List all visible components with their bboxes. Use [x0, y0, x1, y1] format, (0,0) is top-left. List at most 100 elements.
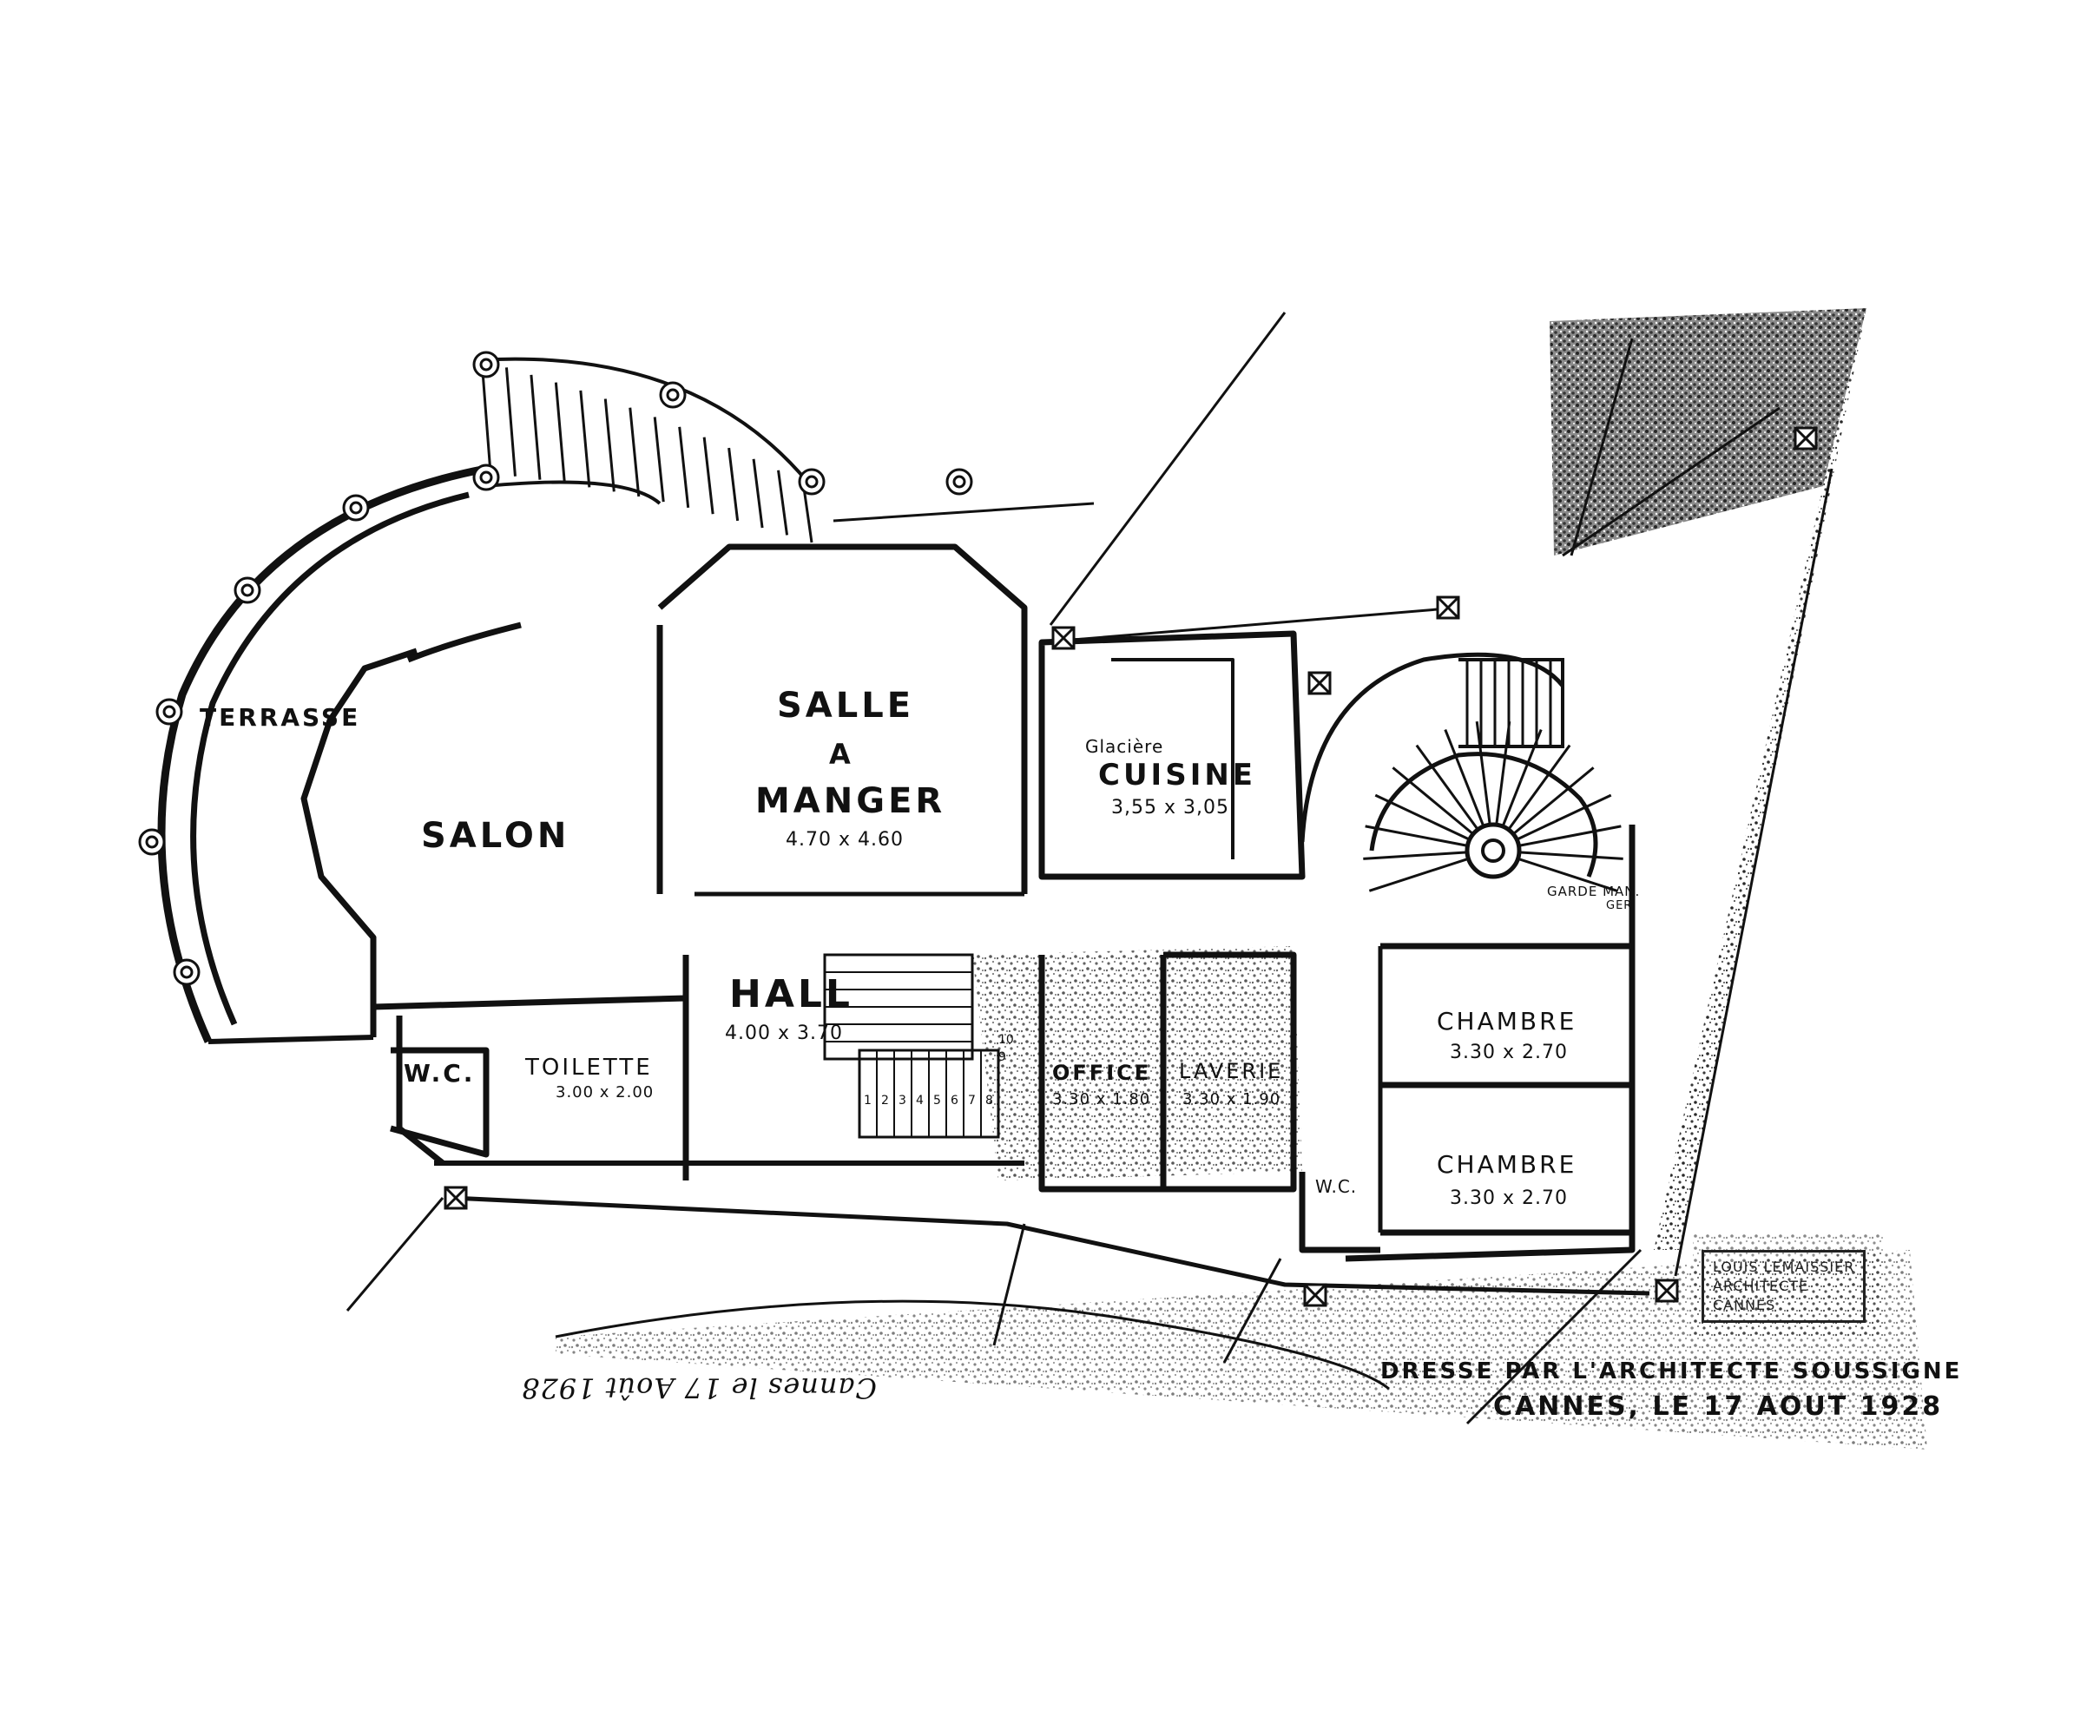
spiral-stair-tread	[1512, 766, 1595, 836]
stair-number-upper: 9	[998, 1050, 1006, 1064]
salon-wall	[300, 648, 418, 1037]
spiral-newel	[1465, 822, 1522, 879]
hall-stair-treads	[825, 954, 982, 1137]
north-stair-treads	[480, 359, 813, 543]
site-line-sw	[346, 1197, 444, 1312]
terrace-inner-arc	[190, 491, 470, 1026]
site-line-se	[1465, 1248, 1642, 1425]
north-stair-tread	[777, 470, 789, 536]
north-stair-tread	[727, 447, 740, 522]
label-garde-manger: GARDE MAN.	[1547, 884, 1641, 899]
spiral-stair-tread	[1365, 825, 1468, 847]
spiral-stair	[1300, 652, 1598, 879]
site-line-s2	[1222, 1258, 1282, 1364]
site-line-ne3	[1570, 338, 1634, 556]
spiral-stair-tread	[1501, 728, 1543, 827]
spiral-newel-core	[1481, 838, 1505, 863]
shade-top-right	[1550, 308, 1866, 556]
office-walls	[1038, 955, 1167, 1193]
credit-line-1: DRESSE PAR L'ARCHITECTE SOUSSIGNE	[1380, 1358, 1963, 1384]
north-stair-outer	[477, 357, 809, 483]
stair-number: 3	[899, 1094, 906, 1108]
north-stair-tread	[629, 407, 641, 497]
label-chambre-2: CHAMBRE	[1437, 1150, 1577, 1179]
label-laverie-dim: 3.30 x 1.90	[1182, 1090, 1281, 1108]
handwritten-note: Cannes le 17 Août 1928	[521, 1371, 877, 1404]
spiral-return	[1369, 752, 1598, 878]
stair-number-upper: 10	[998, 1033, 1014, 1047]
terrace-column-core	[180, 965, 194, 979]
label-laverie: LAVERIE	[1179, 1059, 1284, 1083]
stair-number: 4	[916, 1094, 924, 1108]
north-stair	[477, 357, 809, 505]
stamp-line-1: LOUIS LEMAISSIER	[1713, 1259, 1855, 1275]
terrace-balustrade	[207, 1035, 374, 1044]
site-line-e	[1674, 468, 1833, 1277]
spiral-stair-tread	[1444, 728, 1485, 827]
site-line-kitchen	[1041, 606, 1459, 644]
label-glaciere: Glacière	[1085, 736, 1164, 757]
stair-number: 6	[951, 1094, 958, 1108]
label-office-dim: 3.30 x 1.80	[1052, 1090, 1151, 1108]
north-stair-tread	[752, 458, 764, 529]
terrace-column-core	[952, 475, 966, 489]
label-salon: SALON	[421, 816, 570, 856]
dining-top-wall	[657, 543, 1028, 894]
label-chambre-1: CHAMBRE	[1437, 1007, 1577, 1036]
kitchen-inner	[1111, 658, 1234, 859]
credit-line-2: CANNES, LE 17 AOUT 1928	[1493, 1391, 1944, 1422]
wc-left-box	[390, 1047, 490, 1158]
survey-marker-cross	[1436, 595, 1460, 620]
stair-number: 5	[933, 1094, 941, 1108]
stair-number: 2	[881, 1094, 889, 1108]
terrace-column-core	[479, 358, 493, 372]
label-garde-manger-2: GER	[1606, 899, 1633, 912]
terrace-columns	[138, 351, 973, 986]
shade-right-band	[1654, 308, 1866, 1250]
north-stair-tread	[653, 417, 665, 503]
north-stair-tread	[480, 359, 492, 474]
terrace-column-core	[349, 501, 363, 515]
north-stair-tread	[603, 398, 616, 492]
north-stair-tread	[504, 367, 517, 477]
walls	[157, 464, 1650, 1296]
label-terrasse: TERRASSE	[200, 703, 361, 732]
spiral-stair-tread	[1363, 851, 1468, 860]
south-wall	[451, 1195, 1650, 1296]
label-manger: MANGER	[755, 781, 946, 821]
spiral-stair-tread	[1415, 744, 1479, 831]
survey-marker-cross	[444, 1186, 468, 1210]
terrace-column-core	[805, 475, 819, 489]
terrace-column-core	[162, 705, 176, 719]
survey-marker-cross	[1303, 1283, 1327, 1307]
salon-bottom-wall	[372, 995, 687, 1010]
shade-service-rooms	[972, 946, 1302, 1180]
survey-marker-cross	[1794, 426, 1818, 450]
terrace-column-core	[479, 470, 493, 484]
spiral-stair-tread	[1507, 744, 1571, 831]
site-line-s1	[992, 1223, 1026, 1346]
survey-marker-cross	[1051, 626, 1076, 650]
stair-number: 1	[864, 1094, 872, 1108]
stamp-line-2: ARCHITECTE	[1713, 1278, 1809, 1294]
label-cuisine: CUISINE	[1098, 758, 1257, 792]
label-toilette-dim: 3.00 x 2.00	[556, 1083, 655, 1101]
label-wc-right: W.C.	[1315, 1176, 1358, 1197]
stair-number: 7	[968, 1094, 976, 1108]
survey-markers	[444, 426, 1818, 1307]
label-wc-left: W.C.	[404, 1059, 476, 1088]
spiral-stair-tread	[1374, 793, 1471, 841]
north-stair-tread	[702, 437, 714, 515]
label-salle: SALLE	[777, 686, 915, 726]
survey-marker-cross	[1307, 671, 1332, 695]
site-line-ne2	[1562, 406, 1781, 557]
stamp-line-3: CANNES	[1713, 1297, 1776, 1313]
terrace-column-core	[240, 583, 254, 597]
spiral-stair-tread	[1516, 793, 1612, 841]
shade-bottom-strip	[556, 1250, 1927, 1450]
laverie-walls	[1163, 951, 1297, 1193]
label-office: OFFICE	[1052, 1061, 1152, 1085]
terrace-column-core	[145, 835, 159, 849]
north-stair-inner	[485, 480, 662, 505]
architect-stamp: LOUIS LEMAISSIER ARCHITECTE CANNES	[1702, 1250, 1866, 1323]
